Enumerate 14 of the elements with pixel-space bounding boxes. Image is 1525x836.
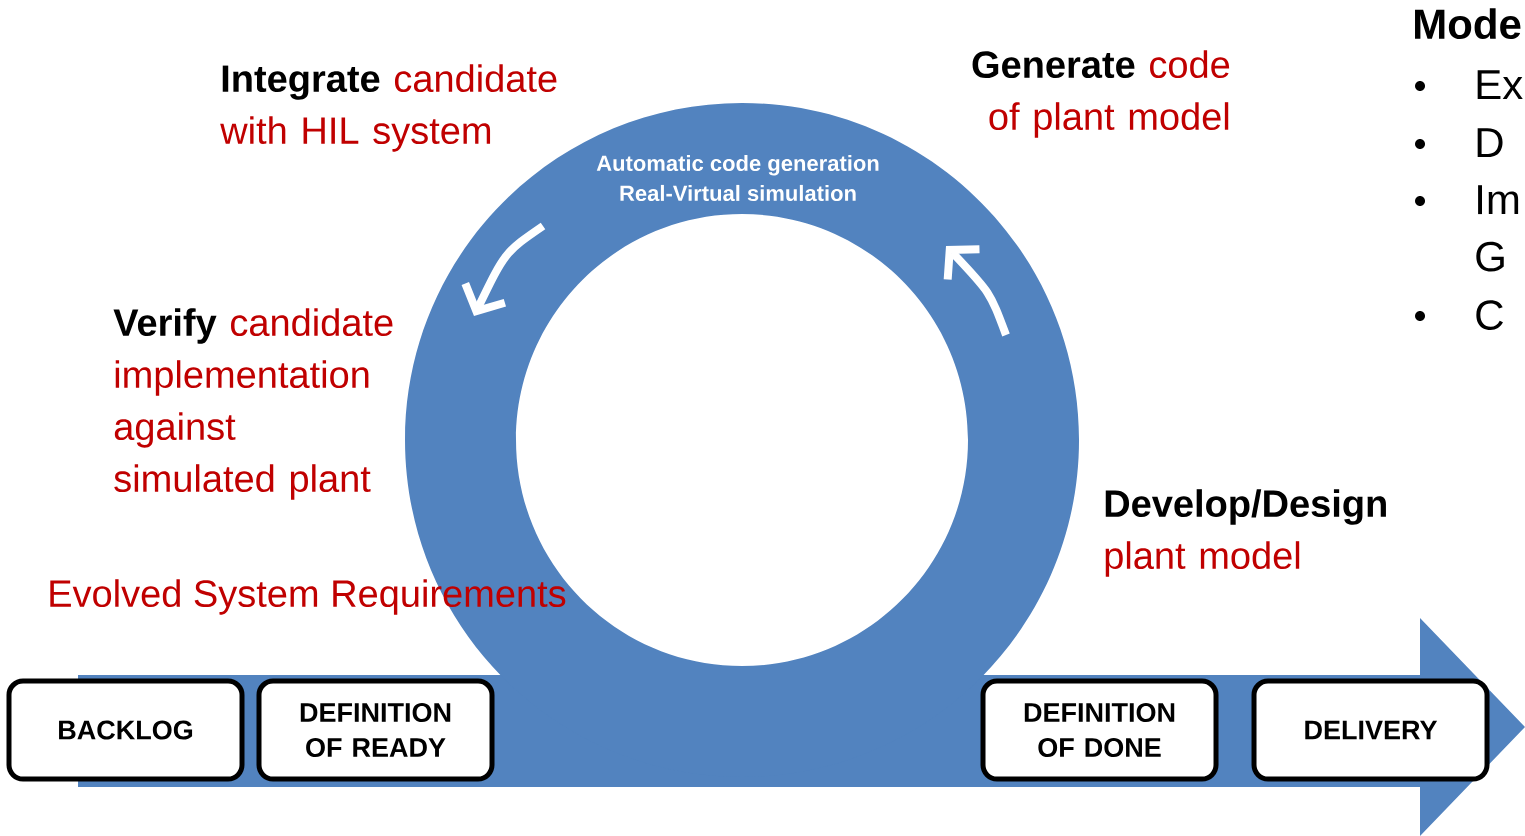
- list-heading: Mode: [1415, 8, 1521, 40]
- bullet-item: Ex: [1477, 70, 1523, 100]
- step-text: Verify candidate implementation against simulated plant: [113, 308, 393, 500]
- step-text: Generate code of plant model: [972, 50, 1230, 138]
- bullet-item: Im G: [1476, 185, 1519, 272]
- ring-text: Automatic code generation Real-Virtual simulation: [596, 154, 879, 202]
- stage-box: DEFINITION OF READY: [256, 678, 495, 782]
- stage-box: DELIVERY: [1251, 678, 1490, 782]
- step-text: Integrate candidate with HIL system: [220, 64, 557, 152]
- stage-box: BACKLOG: [6, 678, 245, 782]
- bullet-item: C: [1476, 300, 1503, 330]
- stage-box: DEFINITION OF DONE: [980, 678, 1219, 782]
- bullet-item: D: [1477, 128, 1503, 158]
- step-text: Develop/Design plant model: [1105, 489, 1386, 577]
